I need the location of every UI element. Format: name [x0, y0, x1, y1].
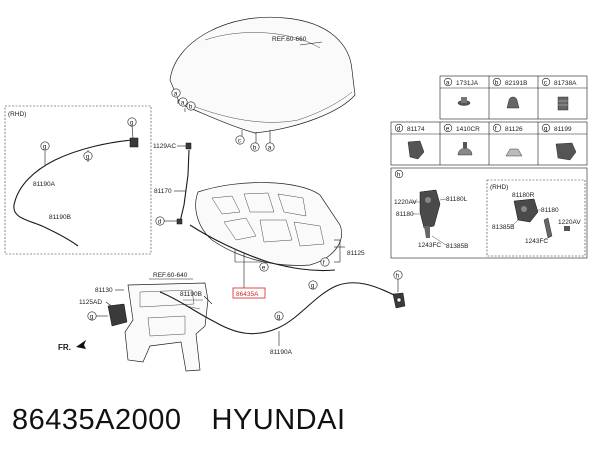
- label-81190B-rhd: 81190B: [49, 214, 71, 221]
- fastener-table: a 1731JA b 82191B c 81738A d 81174 e 141…: [390, 75, 588, 166]
- label-1243FC-right: 1243FC: [525, 238, 548, 245]
- label-1125AD: 1125AD: [79, 299, 102, 306]
- label-81385B-left: 81385B: [446, 243, 468, 250]
- svg-text:c: c: [544, 79, 548, 86]
- front-end-module: REF.60-640: [124, 272, 209, 372]
- part-number: 86435A2000: [12, 404, 182, 436]
- svg-text:a: a: [181, 99, 185, 106]
- bracket-81199-icon: [555, 142, 577, 161]
- table-1410CR: 1410CR: [456, 126, 480, 133]
- hood-callouts: a a b c b a: [171, 88, 275, 152]
- svg-text:g: g: [277, 313, 281, 320]
- label-86435A: 86435A: [236, 291, 259, 298]
- svg-text:f: f: [495, 125, 497, 132]
- latch-left-icon: [412, 189, 447, 246]
- svg-text:b: b: [495, 79, 499, 86]
- svg-text:b: b: [253, 144, 257, 151]
- rhd-left-label: (RHD): [8, 111, 26, 118]
- release-cable: 81190B 81190A g g h: [159, 270, 406, 356]
- label-1220AV-left: 1220AV: [394, 199, 417, 206]
- label-81190A: 81190A: [270, 349, 293, 356]
- table-81126: 81126: [505, 126, 523, 133]
- seal-81126-icon: [505, 148, 523, 157]
- svg-text:g: g: [544, 125, 548, 132]
- label-81190A-rhd: 81190A: [33, 181, 56, 188]
- svg-text:f: f: [323, 259, 325, 266]
- label-81190B: 81190B: [180, 291, 202, 298]
- svg-text:a: a: [268, 144, 272, 151]
- label-81130: 81130: [95, 287, 113, 294]
- table-82191B: 82191B: [505, 80, 527, 87]
- fr-label: FR.: [58, 343, 71, 352]
- svg-text:g: g: [311, 282, 315, 289]
- svg-text:g: g: [86, 153, 90, 160]
- table-81738A: 81738A: [554, 80, 577, 87]
- label-1129AC: 1129AC: [153, 143, 176, 150]
- svg-text:d: d: [397, 125, 401, 132]
- part-caption: 86435A2000 HYUNDAI: [12, 404, 592, 452]
- hood-panel: REF.60-660: [169, 16, 356, 143]
- hood-latch-detail: h 1220AV 81180 81180L 1243FC 81385B (RHD…: [390, 167, 588, 259]
- svg-text:g: g: [130, 119, 134, 126]
- label-1220AV-right: 1220AV: [558, 219, 581, 226]
- label-81180-left: 81180: [396, 211, 414, 218]
- label-81180R: 81180R: [512, 192, 535, 199]
- ref-frame-label: REF.60-640: [153, 272, 188, 279]
- ref-hood-label: REF.60-660: [272, 36, 307, 43]
- svg-text:g: g: [90, 313, 94, 320]
- hood-insulator: 81125 f e 86435A: [189, 182, 365, 299]
- latch-right-icon: [511, 198, 570, 241]
- clip-1731JA-icon: [457, 97, 471, 106]
- table-81731JA: 1731JA: [456, 80, 479, 87]
- brand-name: HYUNDAI: [211, 404, 346, 436]
- svg-text:d: d: [158, 218, 162, 225]
- svg-text:c: c: [238, 137, 242, 144]
- svg-text:h: h: [397, 171, 401, 178]
- parts-diagram: REF.60-660 a a b c b a (RHD) 81190A 8119…: [4, 16, 588, 372]
- hood-support-rod: 1129AC 81170 d: [153, 142, 192, 226]
- table-81199: 81199: [554, 126, 572, 133]
- label-81180-right: 81180: [541, 207, 559, 214]
- rhd-cable-box: (RHD) 81190A 81190B g g g: [4, 105, 152, 255]
- svg-text:h: h: [396, 272, 400, 279]
- label-81385B-right: 81385B: [492, 224, 514, 231]
- svg-text:e: e: [446, 125, 450, 132]
- stopper-81738A-icon: [557, 96, 569, 111]
- holder-81174-icon: [407, 140, 425, 160]
- svg-text:e: e: [262, 264, 266, 271]
- svg-text:a: a: [446, 79, 450, 86]
- bumper-82191B-icon: [506, 96, 520, 109]
- label-81170: 81170: [154, 188, 172, 195]
- rhd-right-label: (RHD): [490, 184, 508, 191]
- label-81180L: 81180L: [446, 196, 468, 203]
- table-81174: 81174: [407, 126, 425, 133]
- label-1243FC-left: 1243FC: [418, 242, 441, 249]
- clip-1410CR-icon: [457, 142, 473, 156]
- label-81125: 81125: [347, 250, 365, 257]
- svg-text:g: g: [43, 143, 47, 150]
- svg-text:a: a: [174, 90, 178, 97]
- svg-text:b: b: [189, 103, 193, 110]
- front-latch: 81130 1125AD g FR.: [58, 287, 128, 352]
